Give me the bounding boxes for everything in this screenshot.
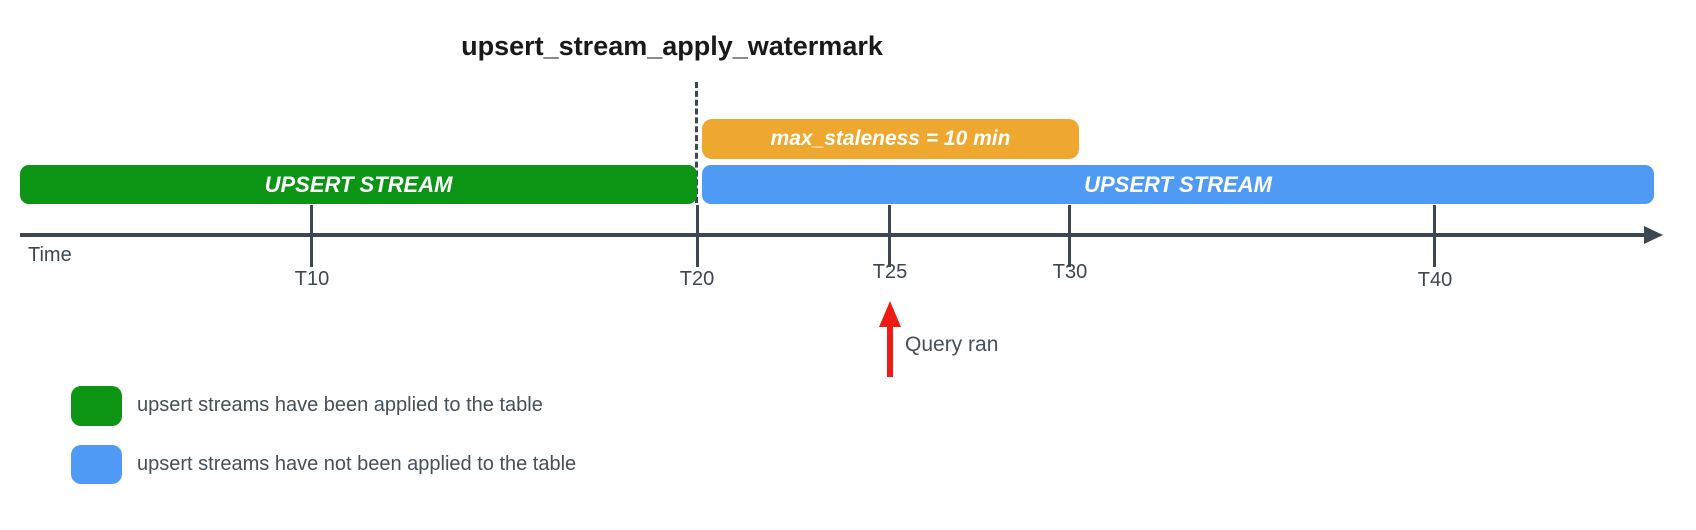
tick-label-t25: T25 bbox=[872, 261, 908, 283]
tick-t10 bbox=[310, 205, 313, 267]
max-staleness-bar: max_staleness = 10 min bbox=[702, 119, 1079, 159]
max-staleness-label: max_staleness = 10 min bbox=[770, 127, 1011, 150]
legend-swatch-applied bbox=[71, 386, 122, 426]
query-ran-arrow-shaft bbox=[887, 325, 893, 377]
tick-label-t30: T30 bbox=[1052, 261, 1088, 283]
watermark-dashed-line bbox=[695, 82, 698, 203]
pending-upsert-stream-label: UPSERT STREAM bbox=[1084, 171, 1272, 197]
pending-upsert-stream-bar: UPSERT STREAM bbox=[702, 165, 1654, 204]
tick-t40 bbox=[1433, 205, 1436, 267]
tick-t30 bbox=[1068, 205, 1071, 267]
legend-label-not-applied: upsert streams have not been applied to … bbox=[137, 453, 577, 475]
applied-upsert-stream-bar: UPSERT STREAM bbox=[20, 165, 697, 204]
tick-t20 bbox=[696, 205, 699, 267]
page-title: upsert_stream_apply_watermark bbox=[461, 31, 883, 61]
tick-label-t20: T20 bbox=[679, 268, 715, 290]
legend-label-applied: upsert streams have been applied to the … bbox=[137, 394, 543, 416]
query-ran-arrow-icon bbox=[879, 301, 901, 327]
time-axis-arrowhead-icon bbox=[1644, 226, 1663, 244]
query-ran-label: Query ran bbox=[905, 333, 999, 356]
legend-swatch-not-applied bbox=[71, 445, 122, 484]
time-axis-label: Time bbox=[28, 244, 72, 266]
time-axis-line bbox=[20, 233, 1648, 237]
tick-t25 bbox=[888, 205, 891, 267]
tick-label-t10: T10 bbox=[294, 268, 330, 290]
applied-upsert-stream-label: UPSERT STREAM bbox=[264, 171, 453, 197]
tick-label-t40: T40 bbox=[1417, 269, 1453, 291]
